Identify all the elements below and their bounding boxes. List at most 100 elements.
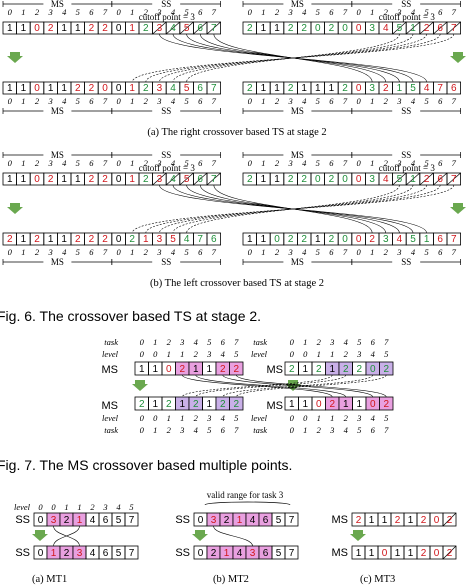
fig6a-idx: 1 — [261, 7, 265, 17]
fig6a-idx: 4 — [302, 96, 307, 106]
fig6a-bot-ss2-gene: 2 — [383, 83, 389, 94]
fig7-lvl: 3 — [356, 349, 361, 359]
fig6a-idx: 0 — [116, 7, 121, 17]
fig6b-idx: 5 — [424, 158, 428, 168]
fig6a-ms-bracket-b-bg — [43, 106, 72, 116]
fig6a-idx: 6 — [329, 7, 334, 17]
mt2-bot-gene: 7 — [289, 548, 295, 559]
fig6b-idx: 0 — [8, 158, 13, 168]
fig6a-bot-ms-gene: 1 — [61, 83, 67, 94]
fig6a-bot-ss-gene: 4 — [170, 83, 176, 94]
fig6a-top-ss-gene: 0 — [116, 23, 122, 34]
mt1-level-label: level — [14, 502, 31, 512]
fig6b-top-ms2-gene: 2 — [329, 174, 335, 185]
fig6a-ms-bracket-b-label: MS — [291, 106, 304, 116]
mt2-bot-gene: 4 — [237, 548, 243, 559]
fig6b-idx: 4 — [302, 158, 307, 168]
fig6b-top-ss2-gene: 3 — [369, 174, 375, 185]
fig6b-top-ms-gene: 1 — [75, 174, 81, 185]
fig6b-top-ss2-hatch — [446, 172, 461, 186]
fig7-task-label: task — [104, 425, 118, 435]
fig6b-ss-bracket-label: SS — [401, 150, 411, 160]
fig6b-idx: 2 — [144, 247, 149, 257]
fig7-lvl: 5 — [234, 349, 238, 359]
fig6a-top-ss2-hatch — [446, 21, 461, 35]
fig6b-top-ms-gene: 2 — [102, 174, 108, 185]
fig6b-top-ms-gene: 2 — [48, 174, 54, 185]
fig6b-top-ss2-hatch — [419, 172, 434, 186]
fig6a-ss-bracket-bg — [152, 0, 181, 9]
fig6b-idx: 6 — [329, 247, 334, 257]
fig6a-top-ss-gene: 7 — [211, 23, 217, 34]
fig6a-top-ss-hatch — [193, 21, 208, 35]
fig6b-top-ss-gene: 7 — [211, 174, 217, 185]
fig7-lvl: 0 — [303, 349, 308, 359]
fig7-cross-line — [195, 374, 347, 398]
fig6b-top-ms-gene: 1 — [7, 174, 13, 185]
fig6b-bot-ss2-gene: 4 — [397, 234, 403, 245]
fig7-child1 — [134, 396, 244, 411]
fig7-lvl: 1 — [167, 413, 171, 423]
mt1-arrow-icon — [32, 530, 48, 541]
fig7-lvl: 0 — [140, 413, 145, 423]
fig6b-bot-ss2-gene: 7 — [451, 234, 457, 245]
mt1-lvl: 1 — [77, 502, 81, 512]
fig6b-top-ss-gene: 5 — [184, 174, 190, 185]
mt1-bot-gene: 0 — [38, 548, 44, 559]
fig6a-top-ms-gene: 1 — [7, 23, 13, 34]
fig6b-top-ss-gene: 1 — [129, 174, 135, 185]
fig7-cross-line — [235, 374, 387, 398]
fig7-child1-cell — [229, 396, 244, 411]
fig7-idx: 0 — [140, 337, 145, 347]
fig6b-idx: 2 — [35, 247, 40, 257]
fig7-task-label: task — [253, 425, 267, 435]
fig6a-top-ss-gene: 6 — [197, 23, 203, 34]
fig6-caption: Fig. 6. The crossover based TS at stage … — [0, 308, 262, 324]
fig6a-bot-ms — [2, 81, 113, 95]
fig7-child2-gene: 2 — [383, 399, 389, 410]
mt1-top-gene: 1 — [77, 515, 83, 526]
fig6a-bot-ms-gene: 0 — [102, 83, 108, 94]
fig6b-idx: 4 — [62, 158, 67, 168]
fig7-cross-line — [222, 374, 374, 398]
mt2-range-brace — [204, 501, 291, 506]
fig6b-ss-bracket-bg — [152, 150, 181, 160]
fig7-parent1-gene: 1 — [206, 364, 212, 375]
fig6a-bot-ss-gene: 1 — [129, 83, 135, 94]
fig6b-bot-ms2-gene: 1 — [315, 234, 321, 245]
fig7-lvl: 5 — [234, 413, 238, 423]
fig7-lvl: 4 — [371, 349, 376, 359]
fig6a-ms-bracket-bg — [43, 0, 72, 9]
fig6b-top-ms-gene: 0 — [34, 174, 40, 185]
fig6a-top-ss2-hatch — [405, 21, 421, 35]
fig7-parent2-gene: 2 — [289, 364, 295, 375]
fig6a-top-ss-hatch — [179, 21, 194, 35]
fig6a-top-ms-gene: 1 — [61, 23, 67, 34]
mt2-top-gene: 0 — [198, 515, 204, 526]
fig6b-idx: 6 — [329, 158, 334, 168]
fig7-lvl: 2 — [344, 349, 349, 359]
fig7-parent1 — [134, 361, 244, 376]
fig6a-top-ss-gene: 5 — [184, 23, 190, 34]
fig6a-cross-line — [172, 33, 414, 83]
fig6b-bot-ms2-gene: 1 — [261, 234, 267, 245]
fig7-lvl: 4 — [221, 413, 226, 423]
fig7-lvl: 1 — [330, 413, 334, 423]
fig7-lvl: 4 — [371, 413, 376, 423]
fig6a-idx: 4 — [171, 96, 176, 106]
fig6b-top-ms2-gene: 2 — [288, 174, 294, 185]
fig7-lvl: 0 — [290, 413, 295, 423]
fig7-idx: 1 — [303, 425, 307, 435]
fig7-cross-line — [181, 374, 333, 398]
fig7-cross-line — [222, 374, 374, 398]
fig6b-top-ss2-gene: 1 — [410, 174, 416, 185]
fig6b-top-ms2-gene: 0 — [342, 174, 348, 185]
fig6a-idx: 4 — [411, 7, 416, 17]
fig6b-idx: 7 — [103, 247, 108, 257]
fig6a-idx: 0 — [248, 96, 253, 106]
fig6b-top-ss-hatch — [206, 172, 221, 186]
caption-a: (a) The right crossover based TS at stag… — [147, 127, 327, 138]
mt2-bot-gene: 0 — [198, 548, 204, 559]
fig7-idx: 1 — [153, 337, 157, 347]
fig6a-idx: 5 — [76, 96, 80, 106]
